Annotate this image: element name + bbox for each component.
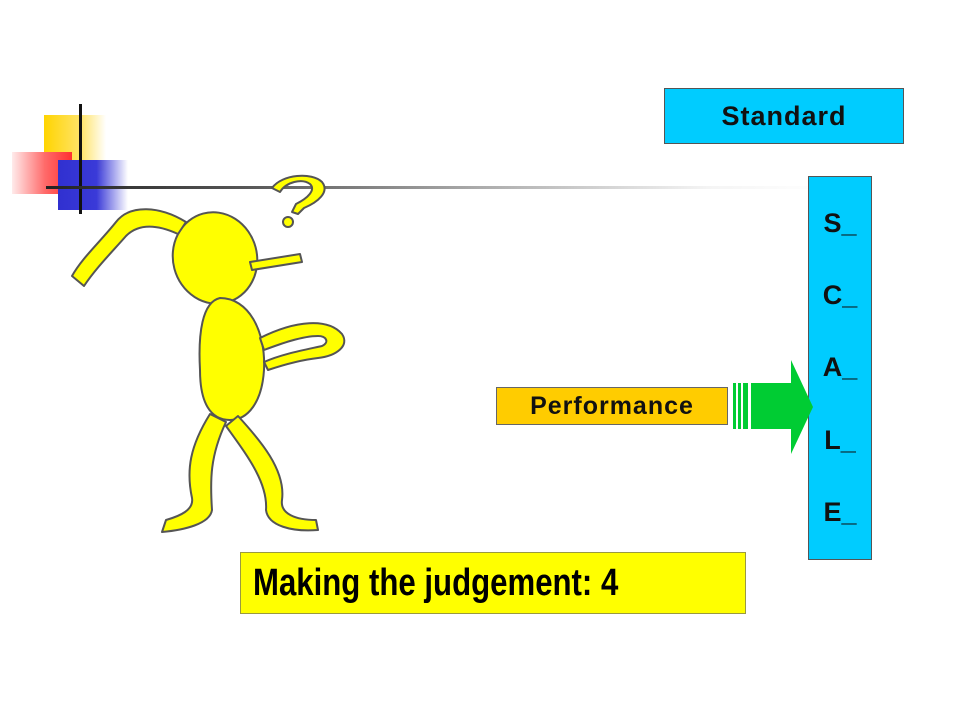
standard-label-box: Standard	[664, 88, 904, 144]
decor-horizontal-line	[46, 186, 826, 189]
performance-label: Performance	[530, 391, 694, 420]
scale-letter-c: C_	[822, 280, 858, 311]
scale-letter-s: S_	[823, 207, 857, 238]
decor-vertical-line	[79, 104, 82, 214]
standard-label: Standard	[721, 100, 847, 131]
scale-column: S_ C_ A_ L_ E_	[808, 176, 872, 560]
question-mark-icon	[271, 174, 326, 215]
right-arrow-icon	[733, 360, 813, 454]
confused-stick-figure-icon	[71, 174, 346, 533]
decor-blue-square	[58, 160, 128, 210]
judgement-text: Making the judgement: 4	[253, 561, 619, 604]
performance-label-box: Performance	[496, 387, 728, 425]
scale-letter-a: A_	[822, 352, 858, 383]
scale-letter-e: E_	[823, 497, 857, 528]
scale-letter-l: L_	[824, 424, 856, 455]
judgement-box: Making the judgement: 4	[240, 552, 746, 614]
